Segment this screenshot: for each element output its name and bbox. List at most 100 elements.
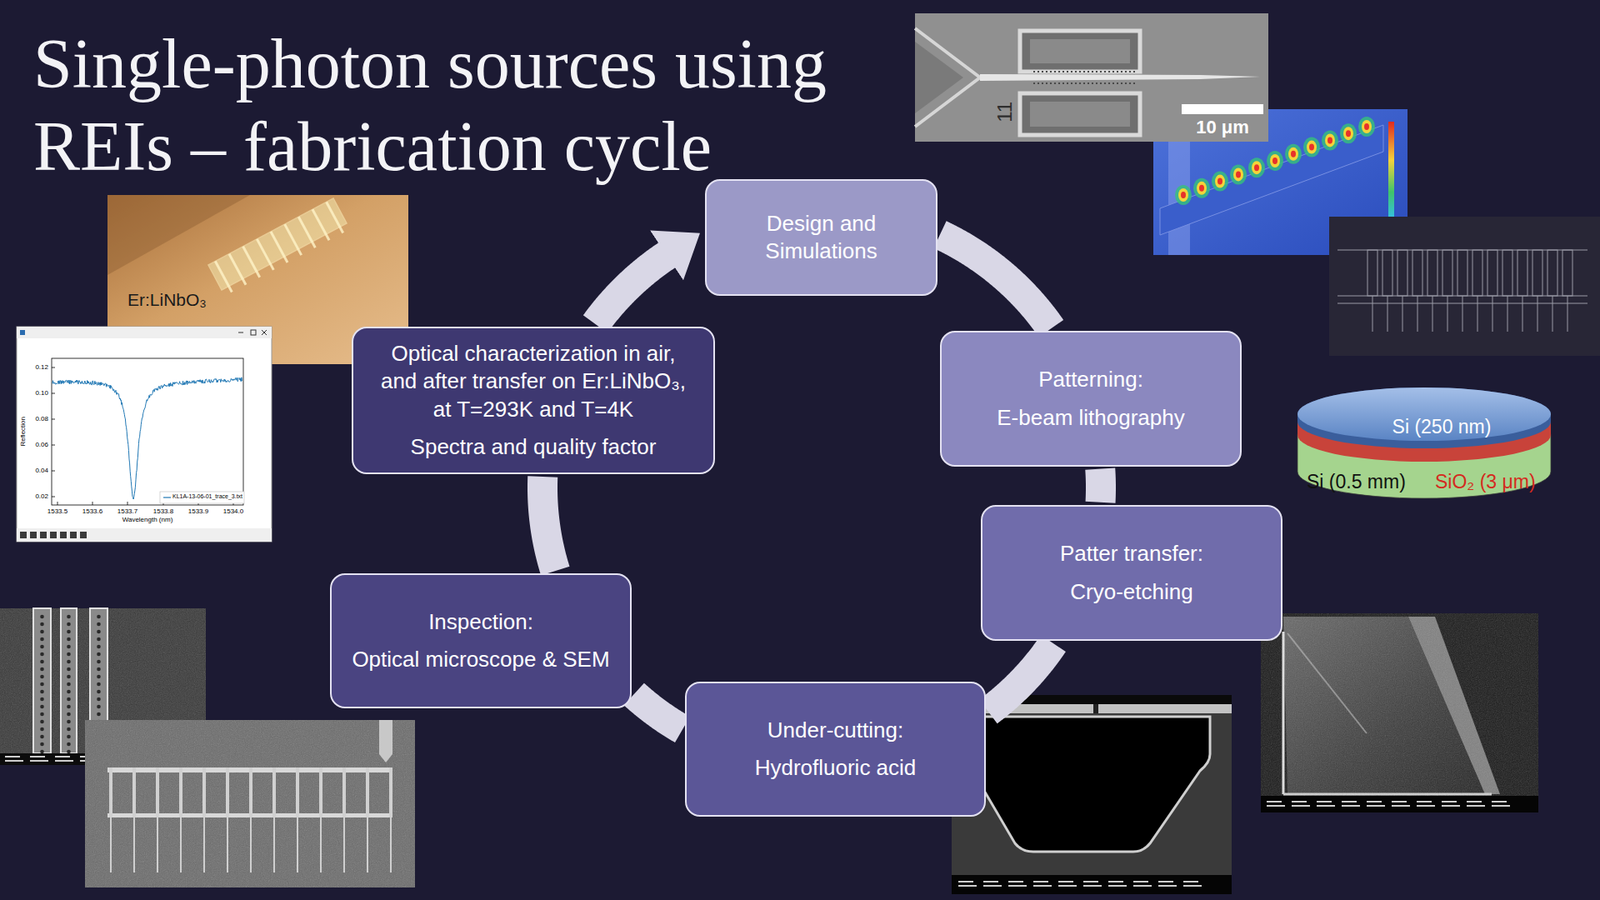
sem-beams-image bbox=[55, 760, 74, 762]
sem-nanobeam-image bbox=[915, 13, 1269, 142]
sem-nanobeam-image bbox=[1020, 30, 1140, 72]
sem-sidewall-image bbox=[1260, 613, 1539, 813]
sem-beams-image bbox=[66, 615, 71, 620]
layout-drawing bbox=[1427, 250, 1438, 296]
process-step-box: Inspection: Optical microscope & SEM bbox=[330, 573, 632, 709]
layout-drawing bbox=[1329, 216, 1600, 356]
axis-title: Wavelength (nm) bbox=[97, 515, 198, 525]
sem-undercut-image bbox=[1033, 885, 1052, 887]
sem-beams-image bbox=[66, 622, 71, 627]
sem-undercut-image bbox=[983, 880, 999, 883]
layout-drawing bbox=[1442, 250, 1453, 296]
sem-undercut-image bbox=[1083, 885, 1102, 887]
field-simulation-image bbox=[1193, 178, 1210, 199]
sem-undercut-image bbox=[1058, 880, 1074, 883]
sem-undercut-image bbox=[1008, 885, 1027, 887]
sem-beams-image bbox=[66, 630, 71, 635]
sample-photo bbox=[270, 231, 288, 263]
axis-tick-label: 1533.8 bbox=[146, 507, 180, 516]
sem-undercut-image bbox=[1158, 885, 1177, 887]
sem-sidewall-image bbox=[1491, 805, 1510, 807]
sem-comb-image bbox=[365, 767, 370, 818]
step-title: Inspection: bbox=[428, 608, 534, 636]
sem-comb-image bbox=[379, 720, 393, 763]
spectrum-plot-window bbox=[51, 496, 55, 498]
spectrum-plot-window bbox=[163, 496, 171, 498]
spectrum-plot-window bbox=[30, 531, 37, 539]
field-simulation-image bbox=[1358, 116, 1375, 137]
sem-sidewall-image bbox=[1291, 800, 1307, 803]
sem-sidewall-image bbox=[1466, 800, 1482, 803]
sem-beams-image bbox=[40, 690, 45, 695]
cycle-arrow-segment bbox=[542, 476, 555, 571]
spectrum-plot-window bbox=[16, 326, 272, 542]
sem-nanobeam-image bbox=[1030, 39, 1130, 64]
sem-beams-image bbox=[40, 705, 45, 710]
layout-drawing bbox=[1502, 250, 1513, 296]
layout-drawing bbox=[1329, 216, 1600, 356]
sem-beams-image bbox=[40, 645, 45, 650]
sem-beams-image bbox=[96, 622, 101, 627]
field-simulation-image bbox=[1327, 136, 1333, 144]
sem-nanobeam-image bbox=[1033, 82, 1135, 85]
sem-beams-image bbox=[5, 755, 20, 758]
sem-comb-image bbox=[85, 720, 415, 888]
sem-undercut-image bbox=[1058, 885, 1077, 887]
layout-drawing bbox=[1567, 295, 1569, 332]
sample-photo bbox=[243, 246, 260, 278]
sem-undercut-image bbox=[1108, 885, 1127, 887]
sem-nanobeam-image bbox=[1020, 93, 1140, 135]
spectrum-plot-window bbox=[20, 531, 27, 539]
layout-drawing bbox=[1417, 295, 1419, 332]
sample-photo bbox=[215, 261, 232, 293]
sem-beams-image bbox=[30, 760, 49, 762]
sem-undercut-image bbox=[951, 875, 1232, 895]
sem-comb-image bbox=[85, 720, 415, 888]
sem-beams-image bbox=[96, 645, 101, 650]
field-simulation-image bbox=[1235, 170, 1241, 178]
step-detail: E-beam lithography bbox=[996, 404, 1185, 432]
sem-beams-image bbox=[66, 712, 71, 717]
field-simulation-image bbox=[1361, 120, 1372, 134]
sample-photo bbox=[312, 209, 330, 240]
field-simulation-image bbox=[1175, 116, 1375, 205]
slide-title: Single-photon sources using REIs – fabri… bbox=[33, 22, 917, 188]
axis-tick-label: 1533.6 bbox=[75, 507, 110, 516]
sem-comb-image bbox=[155, 767, 160, 818]
sem-sidewall-image bbox=[1291, 805, 1310, 807]
sem-beams-image bbox=[66, 652, 71, 657]
sem-undercut-image bbox=[951, 713, 1232, 875]
step-detail: Optical microscope & SEM bbox=[351, 645, 610, 674]
sem-comb-image bbox=[109, 767, 393, 873]
sem-undercut-image bbox=[968, 716, 1210, 852]
sem-comb-image bbox=[295, 767, 300, 818]
sem-sidewall-image bbox=[1260, 613, 1539, 796]
step-detail: Spectra and quality factor bbox=[410, 433, 657, 461]
sem-sidewall-image bbox=[1266, 800, 1510, 807]
spectrum-plot-window bbox=[51, 470, 55, 472]
sem-beams-image bbox=[40, 742, 45, 747]
process-step-box: Patterning:E-beam lithography bbox=[940, 330, 1242, 467]
sem-sidewall-image bbox=[1366, 800, 1382, 803]
sem-sidewall-image bbox=[1341, 805, 1360, 807]
step-title: Patter transfer: bbox=[1060, 540, 1204, 568]
layout-drawing bbox=[1447, 295, 1449, 332]
spectrum-plot-window bbox=[16, 528, 272, 542]
sem-comb-image bbox=[202, 767, 206, 818]
sem-comb-image bbox=[156, 817, 159, 873]
layout-drawing bbox=[1367, 250, 1378, 296]
field-simulation-image bbox=[1321, 130, 1339, 150]
step-title: Design and Simulations bbox=[738, 210, 905, 265]
sample-photo bbox=[285, 224, 302, 255]
sem-nanobeam-image bbox=[1033, 70, 1135, 73]
sem-beams-image bbox=[66, 667, 71, 672]
sem-beams-image bbox=[40, 682, 45, 687]
field-simulation-image bbox=[1233, 167, 1244, 181]
sem-beams-image bbox=[66, 750, 71, 755]
axis-tick-label: 0.04 bbox=[16, 466, 49, 475]
sample-photo bbox=[208, 198, 347, 290]
layout-drawing bbox=[1522, 295, 1524, 332]
sem-beams-image bbox=[96, 660, 101, 665]
spectrum-plot-window bbox=[51, 419, 55, 420]
sem-beams-image bbox=[96, 652, 101, 657]
